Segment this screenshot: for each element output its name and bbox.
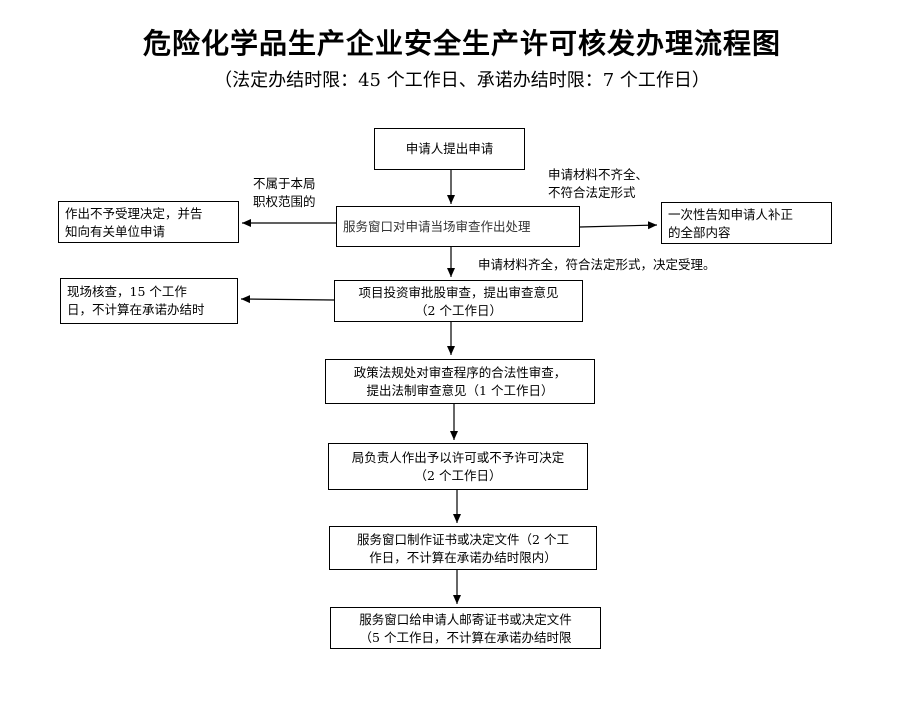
project-review-box: 项目投资审批股审查，提出审查意见 （2 个工作日）: [334, 280, 583, 322]
legal-line1: 政策法规处对审查程序的合法性审查，: [353, 365, 567, 380]
out-of-scope-note: 不属于本局 职权范围的: [253, 175, 316, 211]
project-line2: （2 个工作日）: [415, 303, 502, 318]
incomplete-materials-note: 申请材料不齐全、 不符合法定形式: [548, 166, 648, 202]
page-title: 危险化学品生产企业安全生产许可核发办理流程图: [142, 27, 781, 60]
site-line1: 现场核查，15 个工作: [67, 284, 187, 299]
decision-line1: 局负责人作出予以许可或不予许可决定: [351, 450, 565, 465]
incomplete-line2: 不符合法定形式: [548, 185, 636, 200]
arrow-project-to-site: [240, 295, 335, 304]
certificate-line1: 服务窗口制作证书或决定文件（2 个工: [357, 532, 569, 547]
review-box: 服务窗口对申请当场审查作出处理: [336, 206, 580, 247]
certificate-box: 服务窗口制作证书或决定文件（2 个工 作日，不计算在承诺办结时限内）: [329, 526, 597, 570]
legal-line2: 提出法制审查意见（1 个工作日）: [366, 383, 554, 398]
mail-box: 服务窗口给申请人邮寄证书或决定文件 （5 个工作日，不计算在承诺办结时限: [330, 607, 601, 649]
accepted-label: 申请材料齐全，符合法定形式，决定受理。: [478, 257, 716, 272]
mail-line2: （5 个工作日，不计算在承诺办结时限: [359, 630, 572, 645]
review-label: 服务窗口对申请当场审查作出处理: [343, 218, 531, 234]
site-check-box: 现场核查，15 个工作 日，不计算在承诺办结时: [60, 278, 238, 324]
accepted-note: 申请材料齐全，符合法定形式，决定受理。: [478, 256, 716, 274]
out-of-scope-line1: 不属于本局: [253, 176, 316, 191]
incomplete-line1: 申请材料不齐全、: [548, 167, 649, 182]
decision-line2: （2 个工作日）: [414, 468, 502, 483]
page-subtitle: （法定办结时限：45 个工作日、承诺办结时限：7 个工作日）: [214, 70, 710, 91]
notify-line1: 一次性告知申请人补正: [668, 207, 794, 222]
certificate-line2: 作日，不计算在承诺办结时限内）: [369, 550, 557, 565]
notify-box: 一次性告知申请人补正 的全部内容: [661, 202, 832, 244]
legal-review-box: 政策法规处对审查程序的合法性审查， 提出法制审查意见（1 个工作日）: [325, 359, 595, 404]
notify-line2: 的全部内容: [668, 225, 731, 240]
apply-box: 申请人提出申请: [374, 128, 525, 170]
mail-line1: 服务窗口给申请人邮寄证书或决定文件: [359, 612, 572, 627]
arrow-review-to-notify: [579, 221, 658, 230]
reject-box: 作出不予受理决定，并告 知向有关单位申请: [58, 201, 239, 243]
decision-box: 局负责人作出予以许可或不予许可决定 （2 个工作日）: [328, 443, 588, 490]
out-of-scope-line2: 职权范围的: [253, 194, 316, 209]
reject-line1: 作出不予受理决定，并告: [65, 206, 203, 221]
apply-label: 申请人提出申请: [405, 141, 494, 156]
reject-line2: 知向有关单位申请: [65, 224, 166, 239]
project-line1: 项目投资审批股审查，提出审查意见: [358, 285, 559, 300]
site-line2: 日，不计算在承诺办结时: [67, 302, 205, 317]
